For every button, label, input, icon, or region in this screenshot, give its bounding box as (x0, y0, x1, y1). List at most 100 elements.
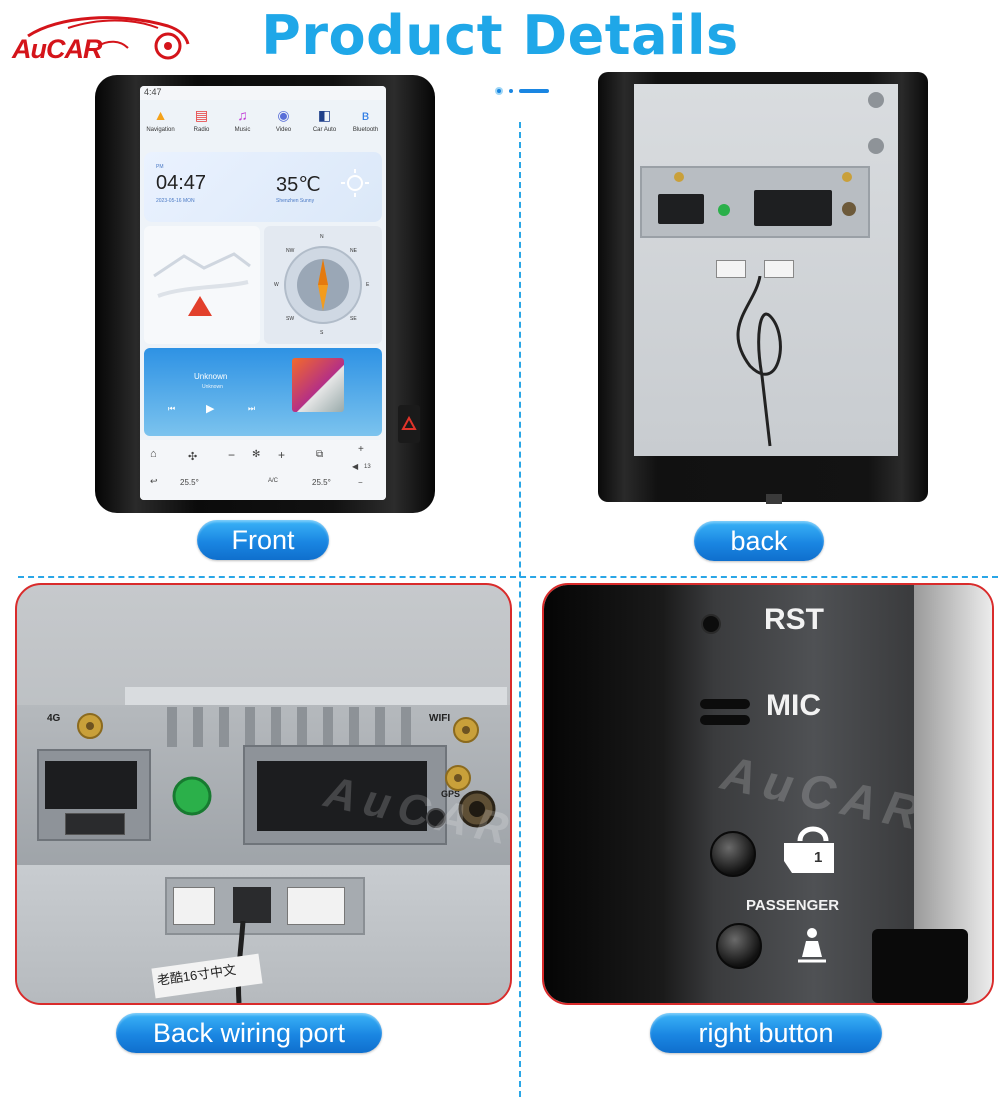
app-label: Video (275, 127, 292, 133)
dark-edge (544, 585, 664, 1003)
compass-sw: SW (286, 316, 295, 322)
screw-icon (868, 138, 884, 154)
app-radio: ▤ Radio (184, 102, 220, 148)
cooling-fins-icon (167, 707, 411, 747)
clock-time: 04:47 (156, 172, 207, 194)
map-widget (144, 226, 260, 344)
white-connector (764, 260, 794, 278)
multi-pin-connector (257, 761, 427, 831)
compass-ne: NE (350, 248, 357, 254)
map-arrow-icon (153, 252, 251, 316)
temperature: 35℃ (276, 174, 321, 196)
antenna-wifi-icon (842, 172, 852, 182)
compass-n: N (320, 234, 324, 240)
compass-nw: NW (286, 248, 295, 254)
gps-socket-icon (458, 790, 496, 828)
compass-w: W (274, 282, 279, 288)
top-rim (125, 687, 507, 705)
door-lock-icon (784, 826, 834, 873)
white-connector (716, 260, 746, 278)
climate-ac[interactable]: A/C (268, 478, 279, 484)
tag-gps: GPS (441, 789, 461, 799)
antenna-4g-icon (674, 172, 684, 182)
page-title: Product Details (261, 4, 739, 67)
tag-4g: 4G (47, 713, 61, 724)
album-art (292, 358, 344, 412)
cable-icon (736, 276, 782, 447)
seat-person-icon (798, 928, 826, 963)
main-connector (658, 194, 704, 224)
radio-icon: ▤ (194, 107, 209, 123)
app-label: Car Auto (312, 127, 337, 133)
label-front: Front (197, 520, 329, 560)
antenna-gps-icon (445, 765, 471, 791)
lock-number: 1 (814, 849, 823, 866)
antenna-wifi-icon (453, 717, 479, 743)
passenger-label: PASSENGER (746, 897, 840, 914)
volume-down-icon[interactable]: − (358, 478, 363, 487)
gps-port-icon (842, 202, 856, 216)
connector-bay-left (37, 749, 151, 841)
fan-icon[interactable]: ✣ (188, 451, 198, 463)
lock-button[interactable] (710, 831, 756, 877)
aucar-logo: AuCAR (8, 6, 198, 68)
connector-tray (165, 877, 365, 935)
label-right-button: right button (650, 1013, 882, 1053)
compass-e: E (366, 282, 370, 288)
usb-port (65, 813, 125, 835)
clock-weather-widget: PM 04:47 2023-05-16 MON 35℃ Shenzhen Sun… (144, 152, 382, 222)
climate-bar: ⌂ ✣ − ✻ + ⧉ + ◀ 13 ↩ 25.5° A/C 25.5° − (140, 440, 386, 500)
vertical-divider (519, 122, 521, 1097)
button-zoom-panel: RST MIC 1 PASSENGER AuCAR (542, 583, 994, 1005)
hazard-triangle-icon (401, 415, 417, 430)
connector-bay-right (243, 745, 447, 845)
car-auto-icon: ◧ (317, 107, 332, 123)
navigation-icon: ▲ (153, 107, 168, 123)
music-note-icon: ♫ (237, 107, 248, 123)
front-screen: 4:47 ▲ Navigation ▤ Radio ♫ Music ◉ Vide… (140, 86, 386, 500)
passenger-airbag-button[interactable] (716, 923, 762, 969)
multi-connector (754, 190, 832, 226)
horizontal-divider (18, 576, 998, 578)
white-connector (287, 887, 345, 925)
status-bar: 4:47 (140, 86, 386, 100)
status-time: 4:47 (144, 87, 162, 97)
clock-date: 2023-05-16 MON (156, 198, 195, 204)
compass-se: SE (350, 316, 357, 322)
app-music: ♫ Music (225, 102, 261, 148)
climate-right-temp: 25.5° (312, 478, 331, 487)
app-label: Music (234, 127, 251, 133)
volume-up-icon[interactable]: + (358, 444, 364, 455)
sun-icon (341, 169, 369, 197)
bluetooth-icon: ʙ (361, 107, 370, 123)
bottom-clip (766, 494, 782, 504)
prev-track-icon[interactable]: ⏮ (168, 404, 176, 413)
volume-speaker-icon: ◀ (352, 462, 359, 471)
app-bluetooth: ʙ Bluetooth (348, 102, 384, 148)
white-connector (173, 887, 215, 925)
home-icon[interactable]: ⌂ (150, 448, 157, 460)
music-widget: Unknown Unknown ⏮ ▶ ⏭ (144, 348, 382, 436)
back-icon[interactable]: ↩ (150, 476, 158, 486)
back-connector-box (640, 166, 870, 238)
compass-widget: N S E W NE NW SE SW (264, 226, 382, 344)
fan-minus-icon[interactable]: − (228, 448, 236, 462)
app-label: Navigation (146, 127, 175, 133)
screw-icon (868, 92, 884, 108)
hazard-housing (872, 929, 968, 1003)
volume-level: 13 (364, 464, 371, 470)
music-title: Unknown (194, 372, 228, 381)
tag-wifi: WIFI (429, 713, 451, 724)
recirculate-icon[interactable]: ⧉ (316, 449, 324, 460)
label-back-wiring-port: Back wiring port (116, 1013, 382, 1053)
antenna-4g-icon (77, 713, 103, 739)
fan-plus-icon[interactable]: + (278, 448, 286, 462)
play-icon[interactable]: ▶ (206, 403, 215, 415)
car-silhouette-icon (27, 16, 190, 60)
rst-label: RST (764, 603, 824, 636)
black-connector (233, 887, 271, 923)
app-navigation: ▲ Navigation (143, 102, 179, 148)
hazard-button (398, 405, 420, 443)
app-car-auto: ◧ Car Auto (307, 102, 343, 148)
next-track-icon[interactable]: ⏭ (248, 404, 256, 413)
